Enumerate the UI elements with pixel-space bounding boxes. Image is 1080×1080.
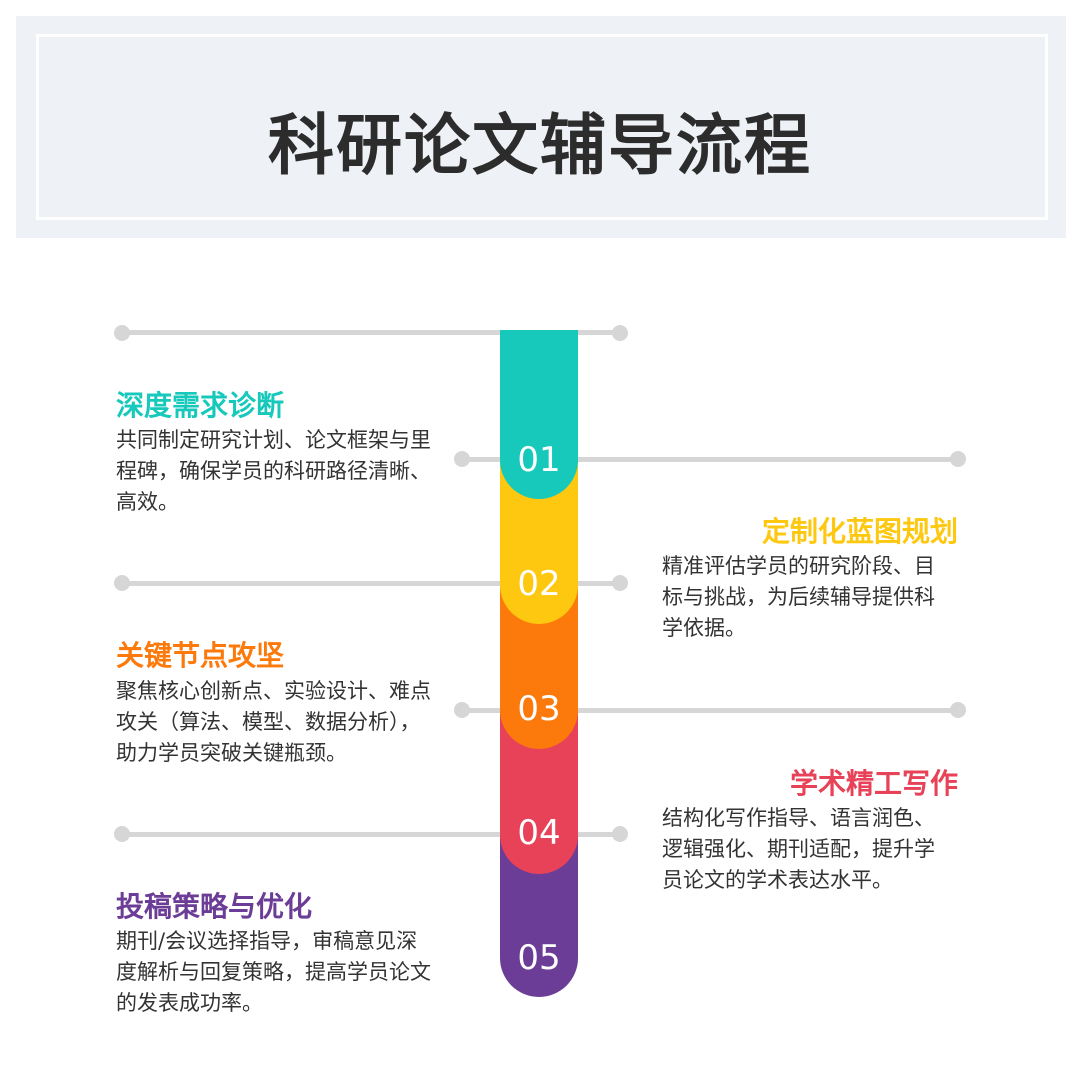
connector-line-top [122, 330, 620, 335]
step-title-03: 关键节点攻坚 [116, 639, 285, 672]
connector-line-02 [122, 581, 620, 586]
timeline-segment-01 [500, 330, 578, 499]
connector-dot [114, 826, 130, 842]
connector-dot [454, 702, 470, 718]
page-title: 科研论文辅导流程 [268, 107, 812, 184]
header-frame [36, 34, 1048, 220]
step-number-02: 02 [517, 564, 561, 604]
connector-dot [612, 575, 628, 591]
header-band [16, 16, 1066, 238]
step-title-01: 深度需求诊断 [116, 389, 285, 422]
step-title-02: 定制化蓝图规划 [761, 515, 958, 548]
connector-dot [612, 826, 628, 842]
connector-dot [950, 702, 966, 718]
connector-dot [454, 451, 470, 467]
step-desc-05: 期刊/会议选择指导，审稿意见深度解析与回复策略，提高学员论文的发表成功率。 [116, 929, 431, 1015]
connector-dot [114, 575, 130, 591]
step-number-03: 03 [517, 689, 561, 729]
step-number-05: 05 [517, 938, 561, 978]
step-desc-04: 结构化写作指导、语言润色、逻辑强化、期刊适配，提升学员论文的学术表达水平。 [662, 806, 935, 892]
connector-dot [612, 325, 628, 341]
step-number-01: 01 [517, 440, 561, 480]
step-title-05: 投稿策略与优化 [116, 890, 313, 923]
step-title-04: 学术精工写作 [789, 767, 958, 800]
connector-line-04 [122, 832, 620, 837]
step-desc-01: 共同制定研究计划、论文框架与里程碑，确保学员的科研路径清晰、高效。 [116, 428, 431, 514]
connector-line-03 [462, 708, 958, 713]
connector-dot [950, 451, 966, 467]
connector-line-01 [462, 457, 958, 462]
step-number-04: 04 [517, 813, 561, 853]
connector-dot [114, 325, 130, 341]
step-desc-03: 聚焦核心创新点、实验设计、难点攻关（算法、模型、数据分析），助力学员突破关键瓶颈… [116, 679, 431, 765]
step-desc-02: 精准评估学员的研究阶段、目标与挑战，为后续辅导提供科学依据。 [662, 554, 935, 640]
